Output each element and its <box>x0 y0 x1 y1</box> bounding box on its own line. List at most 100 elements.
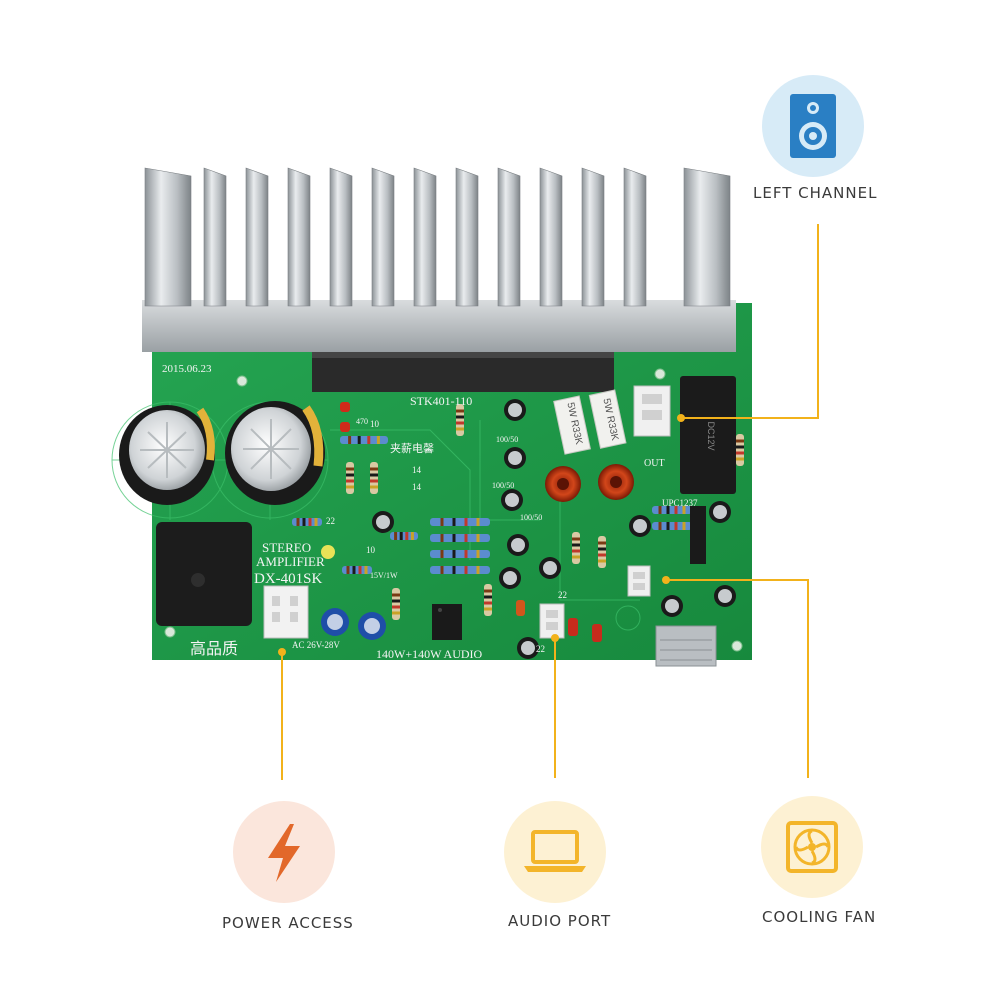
blue-capacitors <box>321 608 386 640</box>
heatsink-fin <box>581 167 605 307</box>
leader-dots <box>278 414 685 656</box>
small-capacitor <box>539 557 561 579</box>
tantalum-capacitors <box>340 402 602 642</box>
cooling-fan-label: COOLING FAN <box>762 908 877 926</box>
pcb-cap-label-3: 100/50 <box>520 513 542 522</box>
laptop-icon <box>524 830 586 872</box>
leader-line-left-channel <box>681 224 819 419</box>
leader-line-fan <box>666 579 809 778</box>
resistor <box>456 404 464 436</box>
voltage-regulator <box>655 506 717 667</box>
small-capacitor <box>372 511 394 533</box>
pcb-quality-label: 高品质 <box>190 640 238 658</box>
pcb-cap-label-1: 100/50 <box>496 435 518 444</box>
protection-relay: DC12V <box>680 376 736 494</box>
pcb-val-470: 470 <box>356 417 368 426</box>
pcb-model-line2: AMPLIFIER <box>256 554 325 569</box>
resistor <box>390 532 418 540</box>
small-capacitor <box>504 447 526 469</box>
resistor <box>736 434 744 466</box>
resistor <box>392 588 400 620</box>
pcb-chip-label: STK401-110 <box>410 394 472 408</box>
pcb-out-label: OUT <box>644 458 665 469</box>
pcb-val-10a: 10 <box>370 419 380 429</box>
heatsink-fin <box>245 167 269 307</box>
fan-icon <box>786 821 838 873</box>
pcb-val-22c: 22 <box>536 644 545 654</box>
resistor <box>430 518 490 526</box>
small-capacitor <box>507 534 529 556</box>
resistor <box>292 518 322 526</box>
heatsink-fin <box>371 167 395 307</box>
resistor <box>430 550 490 558</box>
small-capacitor <box>501 489 523 511</box>
pcb-val-14b: 14 <box>412 482 422 492</box>
heatsink-fin <box>203 167 227 307</box>
heatsink-fin <box>455 167 479 307</box>
small-capacitor <box>661 595 683 617</box>
leader-lines <box>281 224 819 780</box>
pcb-power-rating: 140W+140W AUDIO <box>376 647 483 661</box>
callout-left-channel <box>762 75 864 177</box>
power-access-label: POWER ACCESS <box>222 914 354 932</box>
filter-capacitor-left <box>119 405 215 505</box>
small-capacitors <box>372 399 736 659</box>
pcb-model-line3: DX-401SK <box>254 571 323 587</box>
left-channel-label: LEFT CHANNEL <box>753 184 878 202</box>
heatsink-fin <box>144 167 192 307</box>
small-capacitor <box>714 585 736 607</box>
resistor <box>652 506 692 514</box>
small-capacitor <box>517 637 539 659</box>
resistors <box>292 404 744 620</box>
resistor <box>430 566 490 574</box>
callout-power-access <box>233 801 335 903</box>
stk-chip <box>312 352 614 392</box>
audio-port-label: AUDIO PORT <box>508 912 612 930</box>
pcb-voltage: AC 26V-28V <box>292 640 340 650</box>
small-capacitor <box>504 399 526 421</box>
output-inductors <box>545 464 634 502</box>
power-connector <box>263 585 309 639</box>
resistor <box>430 534 490 542</box>
callout-cooling-fan <box>761 796 863 898</box>
power-resistors: 5W R33K 5W R33K <box>553 389 627 455</box>
resistor <box>342 566 372 574</box>
resistor <box>340 436 388 444</box>
pcb-cap-label-2: 100/50 <box>492 481 514 490</box>
fan-connector <box>627 565 651 597</box>
heatsink-fin <box>623 167 647 307</box>
pcb-val-15v: 15V/1W <box>370 571 398 580</box>
pcb-val-22a: 22 <box>326 516 335 526</box>
resistor <box>572 532 580 564</box>
resistor <box>652 522 692 530</box>
resistor <box>370 462 378 494</box>
pcb-date: 2015.06.23 <box>162 363 212 375</box>
lightning-icon <box>268 824 300 882</box>
bridge-rectifier <box>156 522 252 626</box>
pcb-silkscreen: 2015.06.23 STK401-110 夹薪电馨 STEREO AMPLIF… <box>162 363 698 661</box>
resistor <box>346 462 354 494</box>
filter-capacitor-right <box>225 401 325 505</box>
heatsink-fin <box>539 167 563 307</box>
resistor <box>598 536 606 568</box>
heatsink-fin <box>287 167 311 307</box>
output-connector <box>633 385 671 437</box>
relay-label: DC12V <box>706 421 716 450</box>
resistor <box>484 584 492 616</box>
speaker-icon <box>790 94 836 158</box>
small-capacitor <box>499 567 521 589</box>
op-amp-ic <box>432 604 462 640</box>
heatsink-fin <box>413 167 437 307</box>
pcb-val-22b: 22 <box>558 590 567 600</box>
pcb-ic-label: UPC1237 <box>662 498 698 508</box>
small-capacitor <box>629 515 651 537</box>
pcb-model-line1: STEREO <box>262 540 311 555</box>
pcb-val-14a: 14 <box>412 465 422 475</box>
audio-input-connector <box>539 603 565 639</box>
led-indicator <box>321 545 335 559</box>
heatsink-fin <box>329 167 353 307</box>
pcb-val-10b: 10 <box>366 545 376 555</box>
pcb-cn-label: 夹薪电馨 <box>390 441 434 455</box>
